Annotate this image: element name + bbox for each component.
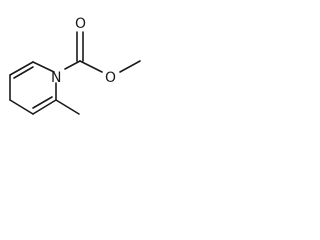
ring-bond-c3-c2: [32, 99, 57, 115]
chemical-structure-diagram: N O O: [9, 16, 141, 115]
ring-bond-c4-c3: [9, 99, 34, 115]
o-methyl-bond: [119, 60, 141, 73]
carbonyl-oxygen-label: O: [75, 16, 86, 32]
ring-bond-c3-c2-inner: [32, 96, 53, 109]
ester-oxygen-label: O: [105, 70, 116, 86]
ester-bond: [79, 60, 103, 73]
nitrogen-label: N: [51, 70, 61, 86]
n-carbonyl-bond: [64, 60, 81, 70]
ring-bond-c6-n1: [32, 61, 55, 73]
ring-bond-c6-c5-inner: [13, 66, 34, 79]
methyl-bond: [55, 99, 80, 115]
ring-bond-c6-c5: [9, 61, 34, 76]
